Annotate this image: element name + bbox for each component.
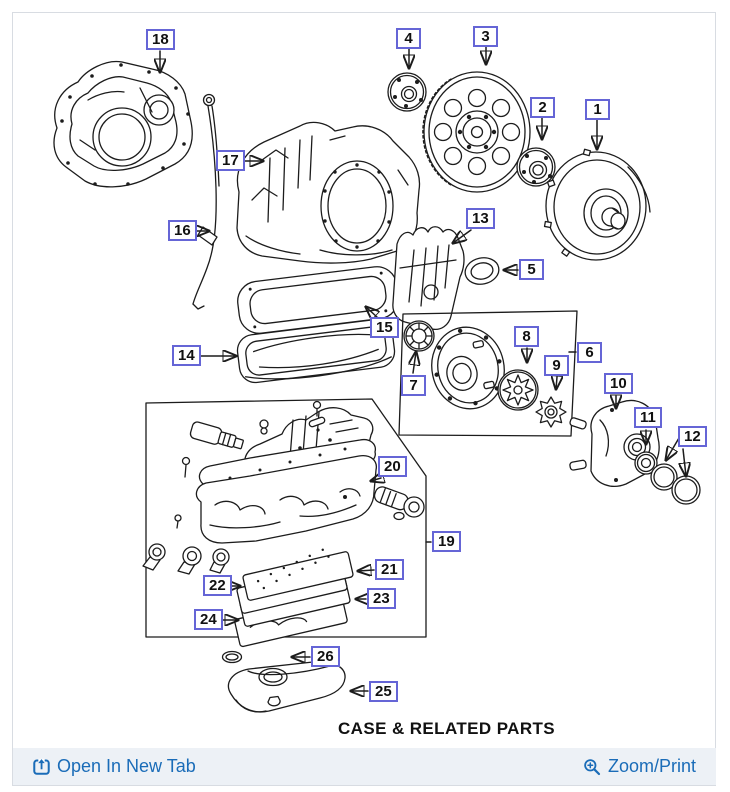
solenoid-a <box>189 421 244 450</box>
callout-21: 21 <box>375 559 404 580</box>
callout-7: 7 <box>401 375 426 396</box>
flexplate <box>422 71 531 193</box>
torque-converter <box>543 148 651 261</box>
callout-20: 20 <box>378 456 407 477</box>
callout-17: 17 <box>216 150 245 171</box>
zoom-in-icon <box>584 758 601 775</box>
callout-22: 22 <box>203 575 232 596</box>
pump-drive-gear <box>497 369 539 411</box>
callout-24: 24 <box>194 609 223 630</box>
callout-8: 8 <box>514 326 539 347</box>
pump-assembly-box <box>398 310 578 437</box>
callout-10: 10 <box>604 373 633 394</box>
transmission-case <box>236 121 421 264</box>
pump-driven-gear <box>535 396 567 428</box>
open-in-new-tab-icon <box>33 758 50 775</box>
callout-16: 16 <box>168 220 197 241</box>
converter-seal <box>464 257 500 285</box>
pump-oil-seal <box>634 451 658 475</box>
zoom-print-label: Zoom/Print <box>607 756 696 776</box>
open-in-new-tab-label: Open In New Tab <box>57 756 196 776</box>
callout-9: 9 <box>544 355 569 376</box>
callout-14: 14 <box>172 345 201 366</box>
zoom-print-link[interactable]: Zoom/Print <box>583 756 696 777</box>
callout-23: 23 <box>367 588 396 609</box>
driveplate-spacer-front <box>387 72 427 112</box>
callout-12: 12 <box>678 426 707 447</box>
solenoid-b <box>373 486 425 521</box>
leader-lines <box>160 46 686 691</box>
callout-13: 13 <box>466 208 495 229</box>
oil-strainer <box>227 661 346 713</box>
pump-bearing <box>403 320 435 352</box>
diagram-title: CASE & RELATED PARTS <box>338 719 556 738</box>
separator-plate-stack <box>234 548 354 648</box>
pump-plate <box>431 326 505 410</box>
footer-bar: Open In New Tab Zoom/Print <box>13 748 716 785</box>
oil-pan <box>236 318 396 384</box>
callout-18: 18 <box>146 29 175 50</box>
callout-3: 3 <box>473 26 498 47</box>
gasket-21 <box>242 548 354 601</box>
shift-solenoids <box>142 543 230 575</box>
callout-5: 5 <box>519 259 544 280</box>
dipstick <box>192 93 220 310</box>
valve-body <box>195 407 377 544</box>
valve-body-box <box>145 398 427 638</box>
callout-11: 11 <box>634 407 662 428</box>
callout-26: 26 <box>311 646 340 667</box>
callout-1: 1 <box>585 99 610 120</box>
case-cover <box>53 60 193 188</box>
callout-25: 25 <box>369 681 398 702</box>
small-valve-parts <box>174 400 347 529</box>
callout-2: 2 <box>530 97 555 118</box>
callout-4: 4 <box>396 28 421 49</box>
driveplate-spacer-rear <box>516 147 556 187</box>
parts-diagram-linework <box>53 46 701 713</box>
o-rings <box>650 463 701 505</box>
callout-6: 6 <box>577 342 602 363</box>
open-in-new-tab-link[interactable]: Open In New Tab <box>33 756 196 777</box>
callout-15: 15 <box>370 317 399 338</box>
strainer-o-ring <box>221 650 243 664</box>
callout-19: 19 <box>432 531 461 552</box>
